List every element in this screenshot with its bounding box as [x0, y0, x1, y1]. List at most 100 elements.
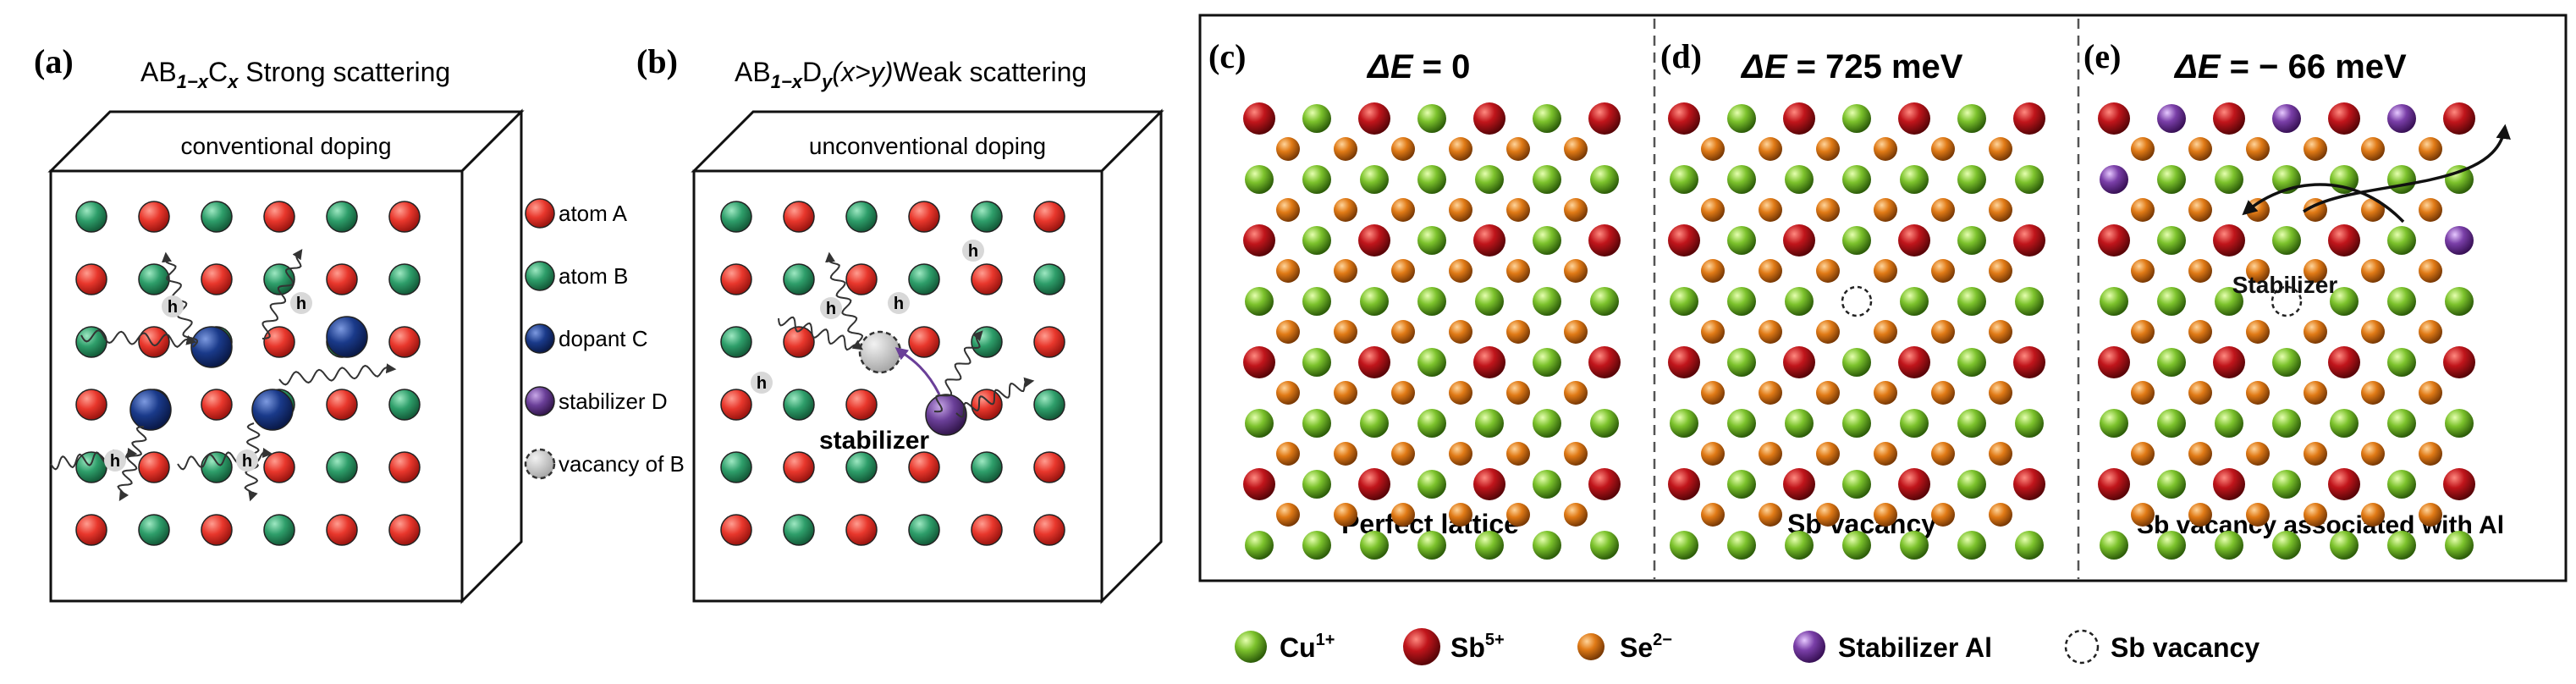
- latticeE-Al-0-1: [2157, 104, 2186, 133]
- lattice-d: [1668, 102, 2045, 560]
- legend-ab-A-label: atom A: [559, 201, 628, 226]
- latticeD-Se-3-2: [1816, 198, 1840, 222]
- latticeC-Se-13-0: [1276, 503, 1300, 527]
- latticeC-Cu-8-3: [1417, 348, 1446, 377]
- latticeD-Se-11-4: [1931, 442, 1955, 466]
- latticeE-Se-9-3: [2304, 381, 2327, 405]
- latticeC-Se-1-2: [1391, 137, 1415, 161]
- latticeC-Se-5-3: [1449, 259, 1472, 283]
- box-b-side: [1100, 108, 1163, 604]
- atom-b-1-3: [908, 263, 940, 295]
- latticeD-Cu-8-3: [1842, 348, 1871, 377]
- phonon-label-a-2: h: [110, 452, 120, 471]
- latticeC-Cu-8-5: [1533, 348, 1561, 377]
- latticeC-Cu-14-4: [1475, 531, 1504, 560]
- latticeD-Sb-12-6: [2013, 468, 2045, 500]
- phonon-label-a-2-bg: [104, 450, 126, 472]
- latticeD-Cu-2-6: [2015, 165, 2044, 194]
- latticeC-Cu-10-0: [1245, 409, 1274, 438]
- latticeD-Se-11-0: [1701, 442, 1725, 466]
- latticeE-Sb-4-0: [2098, 224, 2130, 256]
- atoms-b-group: [720, 201, 1065, 546]
- latticeD-Se-7-3: [1874, 320, 1897, 344]
- latticeC-Cu-2-2: [1360, 165, 1389, 194]
- atom-b-4-0: [720, 451, 752, 483]
- panel-e-delta: ΔE = − 66 meV: [2173, 48, 2407, 86]
- latticeC-Cu-0-3: [1417, 104, 1446, 133]
- atom-b-1-0: [720, 263, 752, 295]
- latticeE-Se-5-4: [2361, 259, 2385, 283]
- latticeC-Cu-8-1: [1302, 348, 1331, 377]
- latticeE-Se-1-3: [2304, 137, 2327, 161]
- latticeC-Se-11-0: [1276, 442, 1300, 466]
- latticeE-Al-2-0: [2100, 165, 2128, 194]
- latticeD-Cu-6-5: [1957, 287, 1986, 316]
- latticeC-Cu-6-4: [1475, 287, 1504, 316]
- atom-b-2-0: [720, 326, 752, 358]
- latticeC-Sb-8-6: [1588, 346, 1621, 378]
- atom-b-4-4: [971, 451, 1003, 483]
- legend-cde-Vac-swatch: [2064, 629, 2100, 665]
- latticeD-Se-7-1: [1759, 320, 1782, 344]
- latticeD-Sb-8-0: [1668, 346, 1700, 378]
- phonon-label-b-1: h: [894, 295, 904, 313]
- dopants-a-group: [129, 316, 368, 431]
- latticeE-Se-13-4: [2361, 503, 2385, 527]
- latticeD-Se-9-1: [1759, 381, 1782, 405]
- latticeE-Cu-6-5: [2387, 287, 2416, 316]
- latticeE-Al-4-6: [2445, 226, 2474, 255]
- latticeD-Cu-2-4: [1900, 165, 1929, 194]
- latticeD-Se-13-0: [1701, 503, 1725, 527]
- phonon-label-a-3: h: [242, 452, 252, 471]
- atom-b-1-1: [783, 263, 815, 295]
- atom-a-2-3: [263, 326, 295, 358]
- vacancy-b: [858, 330, 902, 374]
- atom-b-5-0: [720, 514, 752, 546]
- latticeD-Cu-14-2: [1785, 531, 1814, 560]
- latticeD-Cu-0-1: [1727, 104, 1756, 133]
- legend-cde-Sb-swatch: [1403, 628, 1440, 665]
- atom-a-2-5: [388, 326, 421, 358]
- atom-b-2-5: [1033, 326, 1065, 358]
- latticeD-Cu-2-1: [1727, 165, 1756, 194]
- stabilizer-arrow-left: [2242, 183, 2405, 223]
- latticeD-Cu-8-5: [1957, 348, 1986, 377]
- latticeC-Se-1-1: [1334, 137, 1357, 161]
- atom-b-2-1: [783, 326, 815, 358]
- latticeE-Sb-8-4: [2328, 346, 2360, 378]
- latticeE-Cu-6-0: [2100, 287, 2128, 316]
- latticeE-Cu-14-5: [2387, 531, 2416, 560]
- latticeC-Cu-10-1: [1302, 409, 1331, 438]
- latticeC-Se-7-2: [1391, 320, 1415, 344]
- latticeD-Cu-10-5: [1957, 409, 1986, 438]
- latticeD-Cu-2-0: [1670, 165, 1698, 194]
- latticeC-Se-11-2: [1391, 442, 1415, 466]
- latticeE-Cu-12-5: [2387, 470, 2416, 499]
- latticeD-Se-7-5: [1989, 320, 2012, 344]
- latticeE-Se-3-0: [2131, 198, 2155, 222]
- atom-b-1-4: [971, 263, 1003, 295]
- latticeE-Cu-14-3: [2272, 531, 2301, 560]
- latticeE-Se-11-0: [2131, 442, 2155, 466]
- legend-cde-Se-swatch: [1577, 633, 1604, 660]
- latticeC-Cu-10-6: [1590, 409, 1619, 438]
- latticeC-Cu-6-1: [1302, 287, 1331, 316]
- latticeE-Se-3-1: [2188, 198, 2212, 222]
- latticeC-Cu-10-3: [1417, 409, 1446, 438]
- latticeC-Se-5-0: [1276, 259, 1300, 283]
- latticeC-Se-9-1: [1334, 381, 1357, 405]
- latticeD-Cu-0-3: [1842, 104, 1871, 133]
- latticeE-Sb-4-4: [2328, 224, 2360, 256]
- latticeD-Cu-12-5: [1957, 470, 1986, 499]
- latticeD-Se-11-2: [1816, 442, 1840, 466]
- latticeD-Cu-14-4: [1900, 531, 1929, 560]
- latticeC-Sb-4-2: [1358, 224, 1390, 256]
- latticeD-Se-1-5: [1989, 137, 2012, 161]
- latticeD-Vac-6-3: [1841, 285, 1873, 317]
- latticeE-Sb-0-0: [2098, 102, 2130, 135]
- latticeE-Se-5-2: [2246, 259, 2270, 283]
- atom-b-3-1: [783, 389, 815, 421]
- phonon-a-3: [278, 363, 397, 386]
